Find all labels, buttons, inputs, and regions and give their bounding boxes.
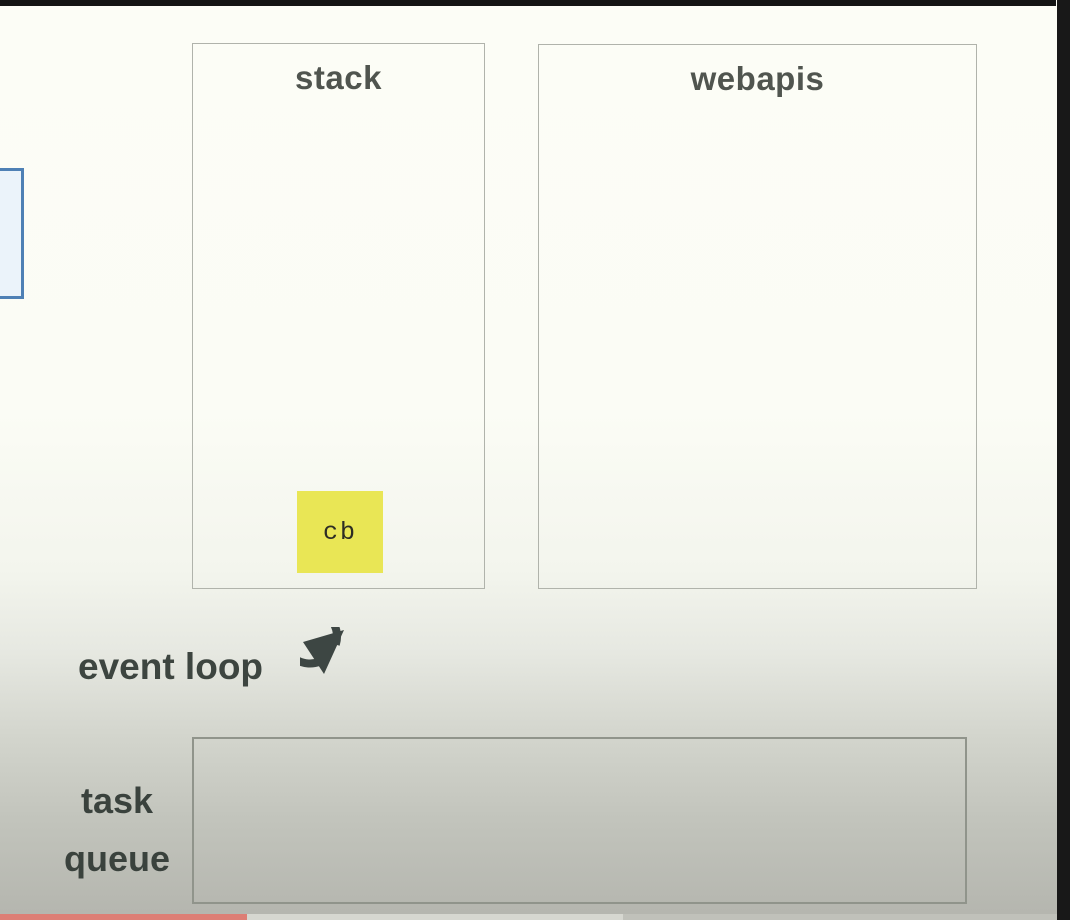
letterbox-right-bar [1057,0,1070,920]
stack-panel: stack [192,43,485,589]
bottom-strip-light [247,914,623,920]
code-box-partial [0,168,24,299]
bottom-strip-salmon [0,914,247,920]
rotate-counterclockwise-icon [300,627,344,674]
task-queue-label: task queue [37,772,197,888]
webapis-panel-title: webapis [690,60,825,97]
task-queue-box [192,737,967,904]
bottom-strip-mid [623,914,1057,920]
event-loop-label: event loop [78,646,264,687]
task-queue-label-line2: queue [63,838,170,879]
stack-frames-layer: cb [192,43,485,589]
letterbox-top-bar [0,0,1056,6]
webapis-panel: webapis [538,44,977,589]
stack-frame-cb: cb [297,491,383,573]
stack-panel-title: stack [295,59,382,96]
task-queue-label-line1: task [80,780,154,821]
